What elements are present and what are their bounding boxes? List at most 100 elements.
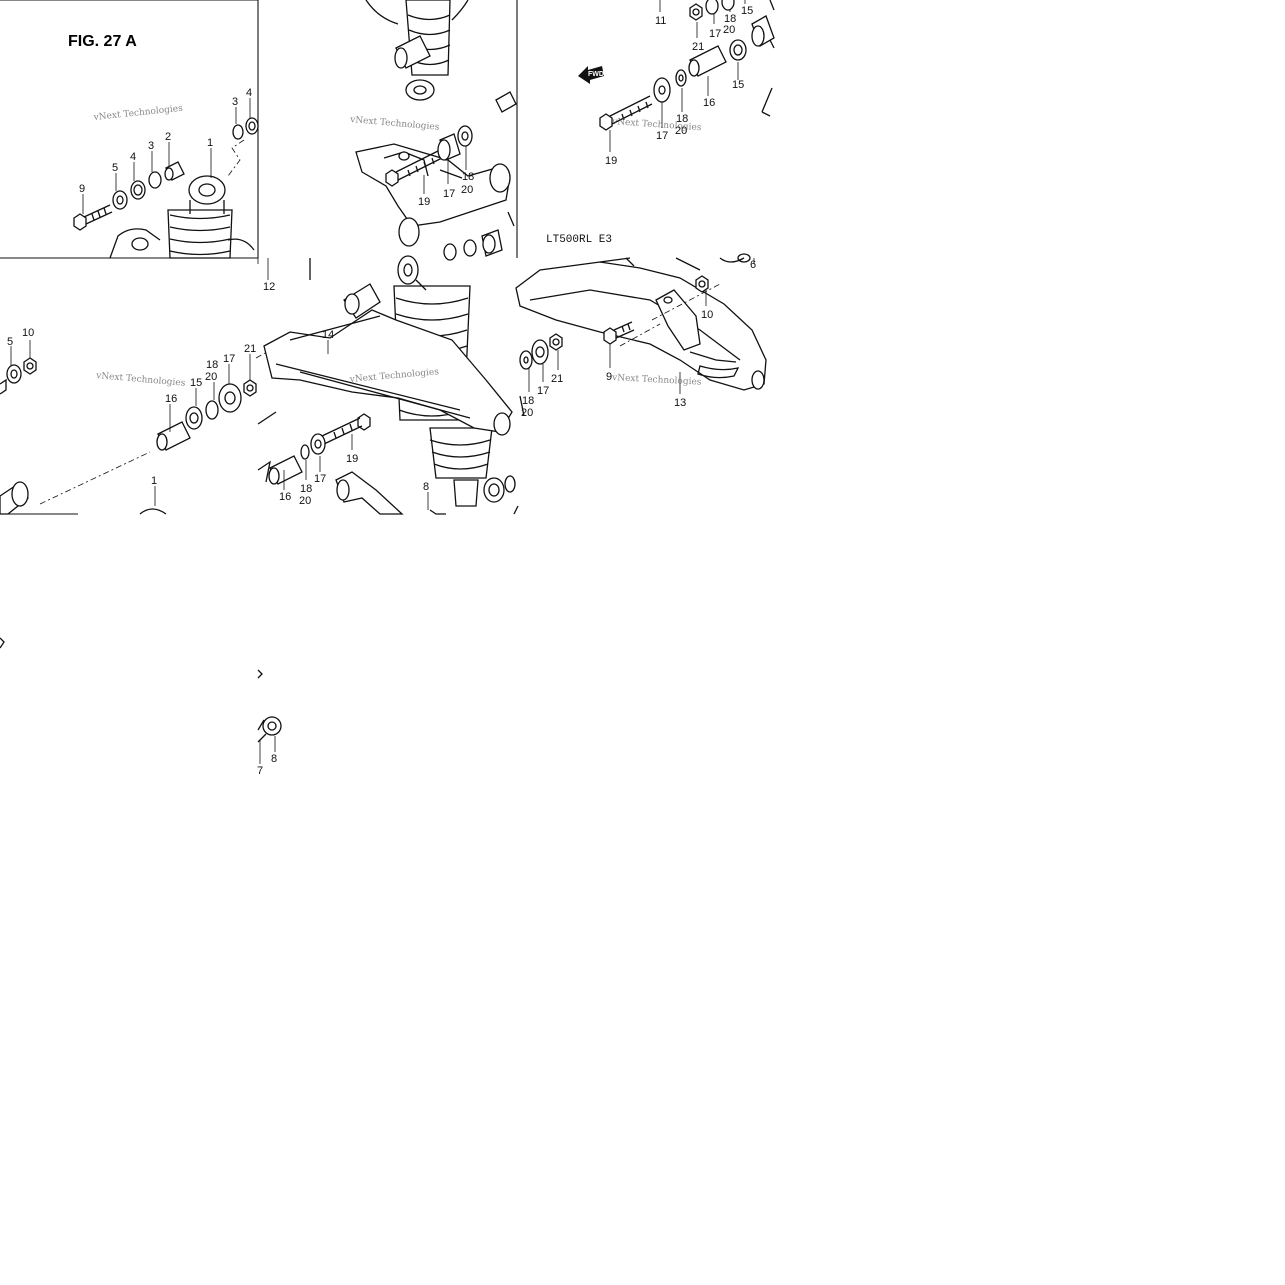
upper-bracket	[355, 143, 511, 227]
center-bracket-left	[257, 411, 277, 483]
upper-callout-20: 20	[461, 184, 473, 196]
bottom-washer	[262, 716, 282, 736]
center-callout-16: 16	[279, 491, 291, 503]
right-callout-10: 10	[701, 309, 713, 321]
ur-callout-15: 15	[741, 5, 753, 17]
ur-callout-18: 18	[724, 13, 736, 25]
ll-callout-17: 17	[223, 353, 235, 365]
right-swing-arm	[515, 261, 767, 391]
ur-callout-15b: 15	[732, 79, 744, 91]
ur-callout-18b: 18	[676, 113, 688, 125]
left-nut	[23, 357, 37, 375]
ll-callout-20: 20	[205, 371, 217, 383]
forward-arrow: FWD	[578, 66, 604, 84]
center-callout-17: 17	[314, 473, 326, 485]
left-nut-21	[243, 379, 257, 397]
upper-middle-panel: 19 17 18 20 vNext Technologies	[349, 0, 518, 261]
watermark-right: vNext Technologies	[611, 373, 702, 388]
inset-callout-4b: 4	[246, 87, 252, 99]
ll-callout-21: 21	[244, 343, 256, 355]
upper-washer	[457, 125, 473, 147]
left-washer-18	[205, 400, 219, 420]
right-callout-18: 18	[522, 395, 534, 407]
inset-washer-upper	[245, 117, 259, 135]
right-callout-21: 21	[551, 373, 563, 385]
ll-callout-15: 15	[190, 377, 202, 389]
inset-callout-5: 5	[112, 162, 118, 174]
inset-callout-1: 1	[207, 137, 213, 149]
ur-callout-20: 20	[723, 24, 735, 36]
inset-bolt	[73, 204, 113, 231]
ll-callout-10: 10	[22, 327, 34, 339]
right-callout-9: 9	[606, 371, 612, 383]
left-spacer	[218, 383, 242, 413]
right-nut	[695, 275, 709, 293]
center-spacer	[310, 433, 326, 455]
upper-right-bolt	[599, 95, 653, 131]
inset-frame-bracket	[109, 228, 255, 259]
center-assembly: 14 19 16 18 20 17 8 vNext Technologies	[257, 255, 525, 515]
ur-callout-19: 19	[605, 155, 617, 167]
center-washer	[300, 444, 310, 460]
center-bearing	[483, 477, 505, 503]
inset-ring-upper	[232, 124, 244, 140]
upper-right-nut	[689, 3, 703, 21]
upper-callout-18: 18	[462, 171, 474, 183]
upper-bolt	[385, 149, 443, 187]
inset-ring	[148, 171, 162, 189]
figure-title: FIG. 27 A	[68, 33, 137, 50]
ur-callout-16: 16	[703, 97, 715, 109]
watermark-upper-middle: vNext Technologies	[349, 115, 440, 133]
watermark-inset: vNext Technologies	[92, 104, 183, 123]
center-callout-8: 8	[423, 481, 429, 493]
right-callout-6: 6	[750, 259, 756, 271]
right-spacer	[531, 339, 549, 365]
ll-callout-5: 5	[7, 336, 13, 348]
right-callout-20: 20	[521, 407, 533, 419]
inset-figure: FIG. 27 A	[0, 0, 259, 259]
left-bearing	[185, 406, 203, 430]
right-callout-17: 17	[537, 385, 549, 397]
upper-right-washer	[675, 69, 687, 87]
inset-bushing	[130, 180, 146, 200]
upper-right-panel: FWD 11 21 17 18 20 15 15	[546, 0, 775, 246]
inset-callout-9: 9	[79, 183, 85, 195]
center-callout-20: 20	[299, 495, 311, 507]
bl-callout-8: 8	[271, 753, 277, 765]
ll-callout-16: 16	[165, 393, 177, 405]
forward-arrow-label: FWD	[588, 71, 604, 78]
inset-callout-4: 4	[130, 151, 136, 163]
model-code: LT500RL E3	[546, 234, 612, 246]
left-fragment	[0, 637, 5, 649]
bl-callout-7: 7	[257, 765, 263, 777]
inset-callout-3b: 3	[232, 96, 238, 108]
upper-callout-19: 19	[418, 196, 430, 208]
upper-callout-17: 17	[443, 188, 455, 200]
center-bolt	[321, 413, 371, 445]
ll-callout-1: 1	[151, 475, 157, 487]
upper-shock-eye	[405, 79, 435, 101]
ur-callout-11: 11	[655, 15, 666, 27]
center-callout-18: 18	[300, 483, 312, 495]
inset-shock-absorber	[167, 175, 233, 259]
ll-callout-12: 12	[263, 281, 275, 293]
inset-washer	[112, 190, 128, 210]
inset-callout-3: 3	[148, 140, 154, 152]
right-assembly: 6 10 9 18 20 17 21 13 vNext Technologies	[515, 253, 767, 419]
ll-callout-18: 18	[206, 359, 218, 371]
ur-callout-20b: 20	[675, 125, 687, 137]
center-callout-19: 19	[346, 453, 358, 465]
watermark-left: vNext Technologies	[95, 371, 186, 389]
inset-callout-2: 2	[165, 131, 171, 143]
lower-left-panel: 12 5 10 16 15 18 20 17 21 1	[0, 258, 301, 777]
ur-callout-17b: 17	[656, 130, 668, 142]
ur-callout-17: 17	[709, 28, 721, 40]
ur-callout-21: 21	[692, 41, 704, 53]
upper-right-spacer	[653, 77, 671, 103]
center-lower-bracket	[335, 471, 404, 515]
right-callout-13: 13	[674, 397, 686, 409]
center-callout-14: 14	[322, 329, 334, 341]
upper-right-bearing	[729, 39, 747, 61]
left-washer	[6, 364, 22, 384]
